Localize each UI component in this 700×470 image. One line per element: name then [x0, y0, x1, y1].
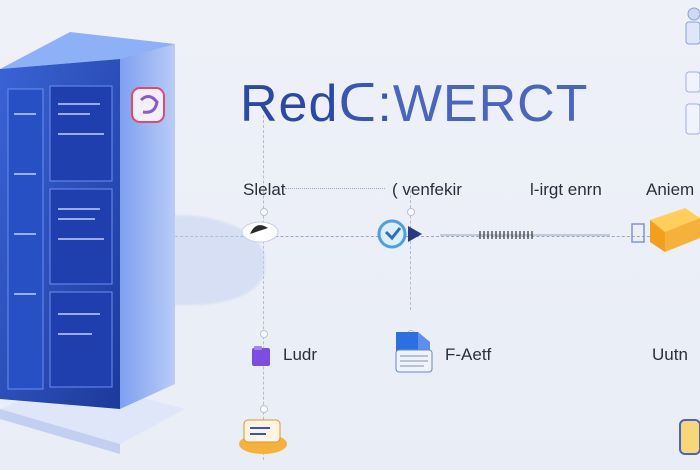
package-icon — [239, 419, 287, 454]
cube-icon — [631, 208, 700, 252]
title-part2: WERCT — [392, 75, 589, 133]
node-dot — [260, 330, 268, 338]
server-rack-icon — [0, 32, 185, 454]
funnel-icon — [377, 219, 422, 249]
connector-line — [410, 190, 411, 310]
person-icon — [685, 7, 700, 45]
stage-label-load: Ludr — [283, 345, 318, 364]
stage-label-output: Uutn — [652, 345, 688, 364]
document-icon — [685, 71, 700, 135]
badge-icon — [131, 87, 165, 123]
progress-stripes — [440, 231, 610, 239]
connector-line — [285, 188, 385, 189]
node-dot — [260, 405, 268, 413]
node-dot — [407, 208, 415, 216]
stage-label-feature: F-Aetf — [445, 345, 492, 364]
stage-label-2: ( venfekir — [392, 180, 462, 199]
node-dot — [260, 208, 268, 216]
cloud-icon — [241, 221, 279, 243]
document-icon — [395, 332, 433, 373]
package-icon — [679, 419, 700, 455]
title-glyph: ᑕ: — [338, 75, 393, 133]
stage-label-3: l-irgt enrn — [530, 180, 602, 199]
stage-label-select: Slelat — [243, 180, 286, 199]
page-title: Redᑕ:WERCT — [240, 74, 588, 134]
connector-line — [150, 236, 690, 237]
connector-line — [263, 115, 264, 460]
folder-icon — [252, 346, 270, 366]
title-part1: Red — [240, 75, 339, 133]
stage-label-4: Aniem — [646, 180, 695, 199]
